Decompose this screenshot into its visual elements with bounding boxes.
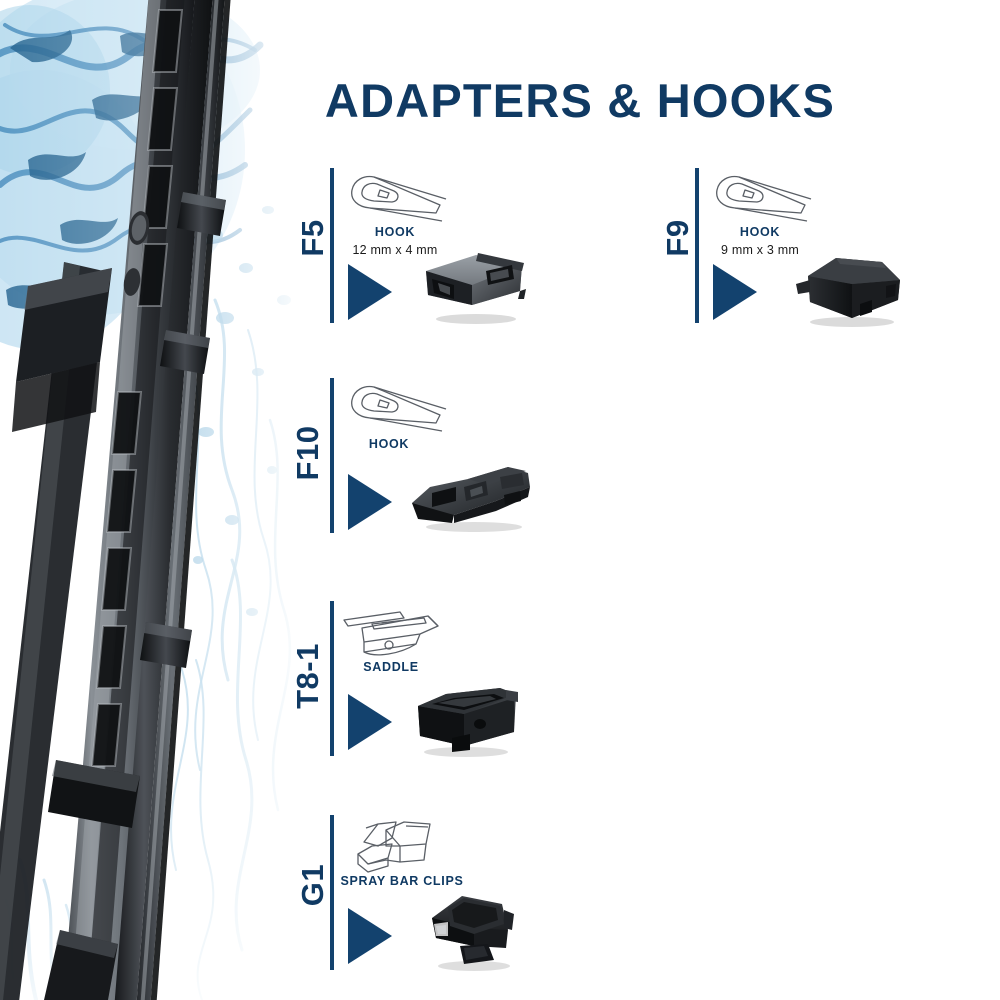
section-code-f10: F10 (290, 425, 325, 481)
page-title: ADAPTERS & HOOKS (324, 74, 836, 127)
hook-arm-icon (351, 385, 447, 432)
adapter-f10-photo (412, 467, 530, 532)
type-label-t8-1: SADDLE (363, 660, 419, 674)
type-label-g1: SPRAY BAR CLIPS (340, 874, 464, 888)
saddle-arm-icon (343, 611, 439, 656)
section-f10: F10 HOOK (290, 375, 640, 550)
hook-arm-icon (716, 175, 812, 222)
play-triangle-icon-f5 (348, 264, 392, 320)
adapter-f9-photo (796, 258, 900, 327)
hook-arm-icon (351, 175, 447, 222)
section-t8-1: T8-1 SADDLE (290, 598, 640, 773)
hero-image (0, 0, 300, 1000)
play-triangle-icon-f10 (348, 474, 392, 530)
blade-spine (114, 0, 213, 1000)
play-triangle-icon-t8-1 (348, 694, 392, 750)
dimension-label-f5: 12 mm x 4 mm (352, 243, 438, 257)
content-panel: ADAPTERS & HOOKS F5 HOOK 12 mm x 4 mm (290, 0, 1000, 1000)
section-code-f9: F9 (660, 219, 695, 257)
spray-bar-clips-icon (357, 821, 431, 873)
adapter-t81-photo (418, 688, 518, 757)
blade-mount-bracket (12, 268, 112, 432)
section-f9: F9 HOOK 9 mm x 3 mm (650, 165, 990, 340)
play-triangle-icon-f9 (713, 264, 757, 320)
section-f5: F5 HOOK 12 mm x 4 mm (295, 165, 640, 340)
type-label-f5: HOOK (374, 225, 416, 239)
section-divider-g1 (330, 815, 334, 970)
type-label-f9: HOOK (739, 225, 781, 239)
wiper-blade-illustration (0, 0, 231, 1000)
section-divider-f5 (330, 168, 334, 323)
section-code-t8-1: T8-1 (290, 643, 325, 709)
dimension-label-f9: 9 mm x 3 mm (721, 243, 799, 257)
section-divider-t8-1 (330, 601, 334, 756)
blade-clamps (48, 192, 226, 828)
adapter-g1-photo (432, 896, 514, 971)
section-code-f5: F5 (295, 219, 330, 257)
play-triangle-icon-g1 (348, 908, 392, 964)
section-divider-f10 (330, 378, 334, 533)
type-label-f10: HOOK (368, 437, 410, 451)
section-g1: G1 SPRAY BAR CLIPS (295, 812, 640, 987)
blade-secondary-arm (0, 262, 108, 1000)
section-divider-f9 (695, 168, 699, 323)
adapter-f5-photo (426, 253, 526, 324)
